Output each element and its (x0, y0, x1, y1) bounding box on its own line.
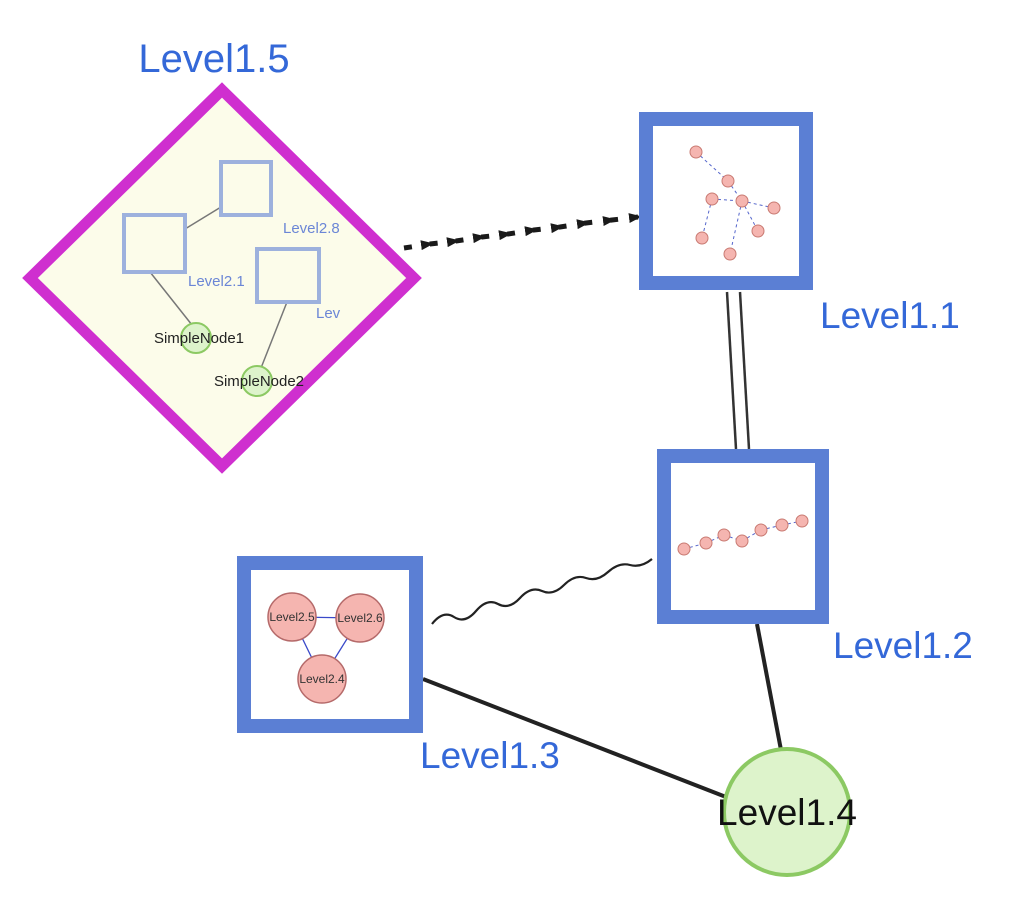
mini-node[interactable] (721, 174, 735, 188)
node-level2-1[interactable] (122, 213, 187, 274)
edge-level15-level11[interactable] (403, 213, 642, 251)
mini-node[interactable] (689, 145, 703, 159)
mini-node[interactable] (735, 534, 749, 548)
node-level2-8-label: Level2.8 (283, 220, 340, 237)
node-level2-1-label: Level2.1 (188, 273, 245, 290)
mini-node[interactable] (735, 194, 749, 208)
node-level1-4-shape[interactable] (722, 747, 852, 877)
inner-edge-sq2-simple1 (149, 271, 193, 326)
node-level1-1-label: Level1.1 (820, 295, 960, 336)
node-simplenode2-label: SimpleNode2 (214, 373, 304, 390)
edge-level11-level12[interactable] (725, 291, 751, 450)
mini-node[interactable] (751, 224, 765, 238)
mini-node[interactable] (754, 523, 768, 537)
inner-edge-sq3-simple2 (260, 301, 288, 369)
double-edge-line-2 (738, 291, 751, 450)
node-level1-4[interactable]: Level1.4 (717, 747, 857, 877)
node-level1-1[interactable] (639, 112, 813, 290)
mini-node[interactable] (699, 536, 713, 550)
mini-node[interactable] (795, 514, 809, 528)
node-simplenode1-label: SimpleNode1 (154, 330, 244, 347)
node-lev[interactable] (255, 247, 321, 304)
edge-level13-level12[interactable] (431, 558, 653, 625)
edge-level12-level14[interactable] (755, 623, 783, 751)
node-level2-4-label: Level2.4 (299, 672, 345, 686)
edge-level13-level14[interactable] (422, 677, 727, 799)
mini-node[interactable] (677, 542, 691, 556)
node-simplenode2[interactable] (241, 365, 273, 397)
node-level2-4[interactable] (297, 654, 347, 704)
node-level1-2-subgraph (677, 514, 809, 556)
node-level1-2[interactable] (657, 449, 829, 624)
node-level1-5[interactable]: Level2.8 Level2.1 Lev SimpleNode1 Simple… (22, 82, 422, 474)
node-level1-3-subgraph: Level2.5 Level2.6 Level2.4 (267, 592, 385, 704)
diamond-shape[interactable] (22, 82, 422, 474)
node-level1-3-label: Level1.3 (420, 735, 560, 776)
node-level1-1-subgraph (689, 145, 781, 261)
node-level2-5-label: Level2.5 (269, 610, 315, 624)
node-level1-2-label: Level1.2 (833, 625, 973, 666)
mini-node[interactable] (695, 231, 709, 245)
node-level1-4-label: Level1.4 (717, 792, 857, 833)
node-level2-5[interactable] (267, 592, 317, 642)
mini-node[interactable] (717, 528, 731, 542)
node-level2-6-label: Level2.6 (337, 611, 383, 625)
mini-node[interactable] (775, 518, 789, 532)
double-edge-line-1 (725, 291, 738, 450)
node-level1-3-frame[interactable] (237, 556, 423, 733)
mini-node[interactable] (705, 192, 719, 206)
node-level1-5-label: Level1.5 (138, 37, 289, 81)
node-level2-6[interactable] (335, 593, 385, 643)
mini-node[interactable] (767, 201, 781, 215)
node-level1-3[interactable]: Level2.5 Level2.6 Level2.4 (237, 556, 423, 733)
node-level2-8[interactable] (219, 160, 273, 217)
node-lev-label: Lev (316, 305, 341, 322)
node-simplenode1[interactable] (180, 322, 212, 354)
mini-node[interactable] (723, 247, 737, 261)
inner-edge-sq1-sq2 (184, 206, 222, 230)
